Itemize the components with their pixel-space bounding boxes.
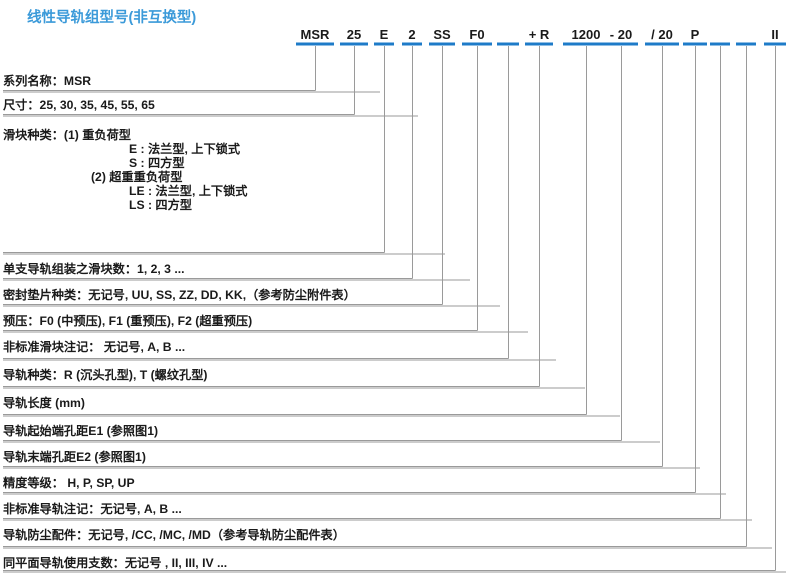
legend-row-text: 非标准滑块注记： 无记号, A, B ... (3, 340, 186, 354)
legend-row-5: 密封垫片种类：无记号, UU, SS, ZZ, DD, KK,（参考防尘附件表） (3, 288, 356, 302)
legend-row-1: 系列名称：MSR (3, 74, 91, 88)
page-title: 线性导轨组型号(非互换型) (27, 10, 197, 26)
legend-row-text: 导轨起始端孔距E1 (参照图1) (3, 424, 159, 438)
legend-row-text: 系列名称：MSR (3, 74, 92, 88)
legend-row-12: 精度等级： H, P, SP, UP (3, 476, 135, 490)
legend-subline: LE : 法兰型, 上下锁式 (129, 184, 248, 198)
legend-row-text: 尺寸：25, 30, 35, 45, 55, 65 (3, 98, 155, 112)
code-segment-11[interactable]: / 20 (651, 27, 673, 42)
code-segment-12[interactable]: P (690, 27, 700, 42)
legend-row-text: 非标准导轨注记：无记号, A, B ... (3, 502, 182, 516)
legend-row-text: 单支导轨组装之滑块数：1, 2, 3 ... (3, 262, 185, 276)
legend-row-text: 导轨末端孔距E2 (参照图1) (3, 450, 146, 464)
code-segment-4[interactable]: 2 (408, 27, 416, 42)
legend-row-text: 密封垫片种类：无记号, UU, SS, ZZ, DD, KK,（参考防尘附件表） (3, 288, 356, 302)
legend-row-text: 精度等级： H, P, SP, UP (3, 476, 135, 490)
legend-row-8: 导轨种类：R (沉头孔型), T (螺纹孔型) (3, 368, 207, 382)
legend-row-6: 预压：F0 (中预压), F1 (重预压), F2 (超重预压) (3, 314, 252, 328)
legend-row-text: 预压：F0 (中预压), F1 (重预压), F2 (超重预压) (3, 314, 253, 328)
legend-row-text: 同平面导轨使用支数：无记号 , II, III, IV ... (3, 556, 228, 570)
legend-row-11: 导轨末端孔距E2 (参照图1) (3, 450, 146, 464)
legend-row-text: 导轨种类：R (沉头孔型), T (螺纹孔型) (3, 368, 208, 382)
code-segment-15[interactable]: II (771, 27, 779, 42)
legend-row-text: 导轨长度 (mm) (3, 396, 85, 410)
legend-row-text: 导轨防尘配件：无记号, /CC, /MC, /MD（参考导轨防尘配件表） (3, 528, 345, 542)
legend-row-text: 滑块种类：(1) 重负荷型 (3, 128, 131, 142)
code-segment-3[interactable]: E (379, 27, 389, 42)
code-segment-6[interactable]: F0 (469, 27, 485, 42)
code-segment-1[interactable]: MSR (300, 27, 330, 42)
legend-row-9: 导轨长度 (mm) (3, 396, 85, 410)
legend-row-14: 导轨防尘配件：无记号, /CC, /MC, /MD（参考导轨防尘配件表） (3, 528, 345, 542)
legend-subline: S : 四方型 (129, 156, 185, 170)
legend-row-2: 尺寸：25, 30, 35, 45, 55, 65 (3, 98, 155, 112)
legend-subline: E : 法兰型, 上下锁式 (129, 142, 241, 156)
legend-row-15: 同平面导轨使用支数：无记号 , II, III, IV ... (3, 556, 227, 570)
code-segment-10[interactable]: - 20 (609, 27, 633, 42)
legend-subline: LS : 四方型 (129, 198, 192, 212)
legend-subline: (2) 超重重负荷型 (91, 170, 183, 184)
legend-row-7: 非标准滑块注记： 无记号, A, B ... (3, 340, 185, 354)
legend-row-10: 导轨起始端孔距E1 (参照图1) (3, 424, 158, 438)
code-segment-8[interactable]: + R (528, 27, 550, 42)
code-segment-9[interactable]: 1200 (571, 27, 601, 42)
legend-row-13: 非标准导轨注记：无记号, A, B ... (3, 502, 182, 516)
legend-row-4: 单支导轨组装之滑块数：1, 2, 3 ... (3, 262, 185, 276)
code-segment-2[interactable]: 25 (346, 27, 362, 42)
code-segment-5[interactable]: SS (433, 27, 451, 42)
